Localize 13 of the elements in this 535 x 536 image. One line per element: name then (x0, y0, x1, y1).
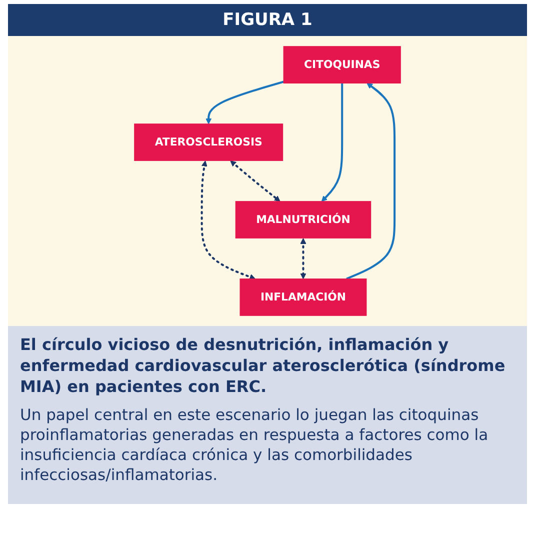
arrow (300, 238, 306, 280)
arrow (321, 83, 344, 202)
node-box: CITOQUINAS (283, 46, 401, 84)
note-text: Un papel central en este escenario lo juegan las citoquinas proinflamatorias generadas en respuesta a factores como la insuficiencia cardíaca crónica y las comorbilidades infecciosas/inflamatorias. (20, 405, 490, 485)
caption: El círculo vicioso de desnutrición, inflamación y enfermedad cardiovascular aterosclerótica (síndrome MIA) en pacientes con ERC. (20, 334, 506, 397)
arrow (346, 82, 396, 280)
node-box: ATEROSCLEROSIS (134, 124, 284, 161)
arrow (206, 80, 284, 124)
node-box: INFLAMACIÓN (240, 278, 367, 316)
node-box: MALNUTRICIÓN (235, 201, 372, 238)
title-banner: FIGURA 1 (8, 4, 527, 36)
arrow (200, 160, 256, 280)
arrow (230, 160, 280, 202)
